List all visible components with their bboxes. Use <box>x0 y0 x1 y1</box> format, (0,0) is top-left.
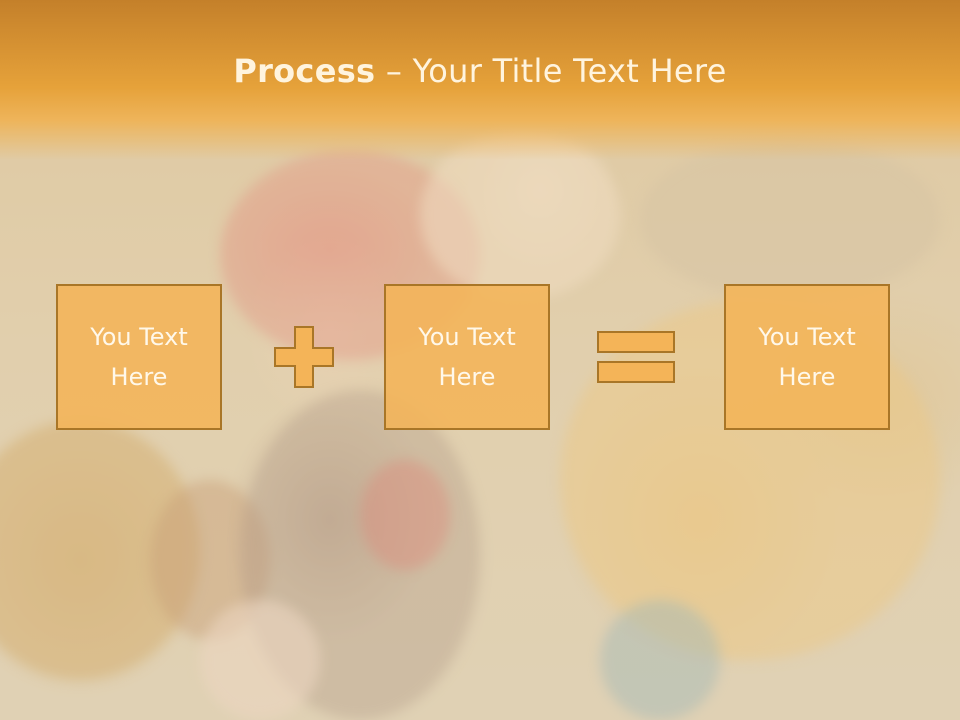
text-box-1-line1: You Text <box>90 323 188 351</box>
text-box-2-line2: Here <box>438 363 496 391</box>
text-box-3-line1: You Text <box>758 323 856 351</box>
text-box-2[interactable]: You Text Here <box>384 284 550 430</box>
title-rest: – Your Title Text Here <box>375 52 727 90</box>
header-band <box>0 0 960 160</box>
text-box-3-line2: Here <box>778 363 836 391</box>
text-box-2-line1: You Text <box>418 323 516 351</box>
plus-icon <box>274 326 334 388</box>
text-box-1-line2: Here <box>110 363 168 391</box>
text-box-1-label: You Text Here <box>69 317 209 397</box>
text-box-1[interactable]: You Text Here <box>56 284 222 430</box>
equals-icon <box>597 331 675 383</box>
text-box-3-label: You Text Here <box>737 317 877 397</box>
title-bold: Process <box>233 52 376 90</box>
text-box-3[interactable]: You Text Here <box>724 284 890 430</box>
slide-title: Process – Your Title Text Here <box>0 52 960 90</box>
text-box-2-label: You Text Here <box>397 317 537 397</box>
